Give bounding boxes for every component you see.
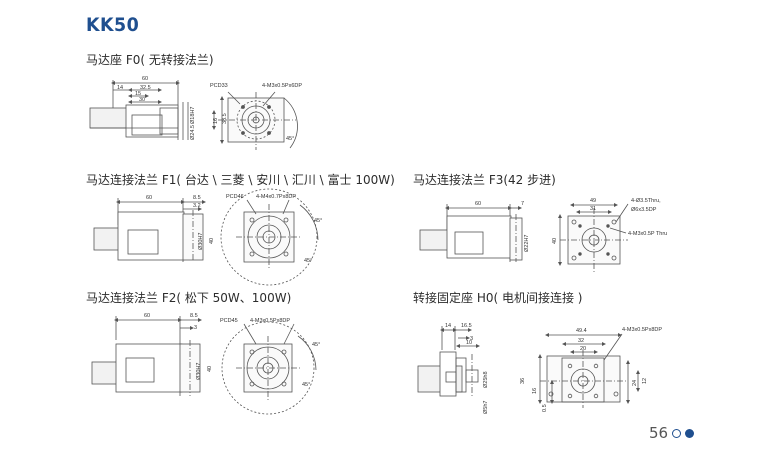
dim-label: 0.5 — [542, 404, 548, 412]
dim-label: 60 — [142, 76, 148, 82]
angle-label: 45° — [314, 218, 322, 224]
dia-label: Ø22H7 — [524, 235, 530, 252]
dim-label: 40 — [207, 366, 213, 372]
dim-label: 40 — [209, 238, 215, 244]
labels-h0: 14 16.5 3 10 49.4 32 20 4-M3x0.5Px8DP Ø2… — [445, 323, 662, 414]
hole-callout: Ø6x3.5DP — [631, 207, 657, 213]
hole-callout: 4-M3x0.5Px8DP — [622, 327, 662, 333]
dia-label: Ø30H7 — [198, 233, 204, 250]
dia-label: Ø18H7 — [190, 107, 196, 124]
dim-label: 15 — [135, 91, 141, 97]
labels-f0: 60 14 32.5 15 30 PCD33 4-M3x0.5Px6DP 45°… — [117, 76, 302, 142]
dim-label: 16.5 — [461, 323, 472, 329]
dim-label: 20 — [580, 346, 586, 352]
dim-label: 10 — [466, 340, 472, 346]
dim-label: 7 — [521, 201, 524, 207]
dim-label: 36 — [520, 378, 526, 384]
caption-f1: 马达连接法兰 F1( 台达 \ 三菱 \ 安川 \ 汇川 \ 富士 100W) — [86, 173, 395, 187]
dim-label: 14 — [117, 85, 123, 91]
dia-label: Ø30H7 — [196, 363, 202, 380]
labels-f3: 60 7 49 31 Ø22H7 40 4-Ø3.5Thru, Ø6x3.5DP… — [475, 198, 667, 252]
drawing-f3 — [419, 203, 629, 272]
caption-f0: 马达座 F0( 无转接法兰) — [86, 53, 214, 67]
dim-label: 14 — [445, 323, 451, 329]
hole-callout: 4-Ø3.5Thru, — [631, 198, 661, 204]
dim-label: 3.2 — [193, 203, 201, 209]
drawing-h0 — [417, 326, 640, 408]
drawing-f0 — [89, 80, 298, 150]
hole-callout: 4-M3x0.5P Thru — [628, 231, 667, 237]
pcd-label: PCD46 — [226, 194, 244, 200]
labels-f1: 60 8.5 3.2 Ø30H7 40 PCD46 4-M4x0.7Px8DP … — [146, 194, 322, 264]
dim-label: 24 — [632, 380, 638, 386]
pcd-label: PCD33 — [210, 83, 228, 89]
dim-label: 12 — [642, 378, 648, 384]
page-title: KK50 — [86, 14, 140, 36]
dia-label: Ø25h8 — [483, 371, 489, 388]
dim-label: 8.5 — [193, 195, 201, 201]
page-dot-filled-icon — [685, 428, 695, 438]
dim-label: 32 — [578, 338, 584, 344]
caption-f3: 马达连接法兰 F3(42 步进) — [413, 173, 556, 187]
caption-f2: 马达连接法兰 F2( 松下 50W、100W) — [86, 291, 292, 305]
angle-label: 45° — [286, 136, 294, 142]
dim-label: 49.4 — [576, 328, 587, 334]
dim-label: 8.5 — [190, 313, 198, 319]
drawing-f1 — [93, 188, 319, 286]
angle-label: 45° — [312, 342, 320, 348]
dim-label: 49 — [590, 198, 596, 204]
hole-callout: 4-M3x0.5Px8DP — [250, 318, 290, 324]
dim-label: 30 — [139, 97, 145, 103]
dim-label: 40 — [552, 238, 558, 244]
dim-label: 16 — [213, 118, 219, 124]
page-number-text: 56 — [649, 424, 669, 442]
page-number: 56 — [649, 424, 695, 442]
dim-label: 60 — [475, 201, 481, 207]
dim-label: 32.5 — [140, 85, 151, 91]
dim-label: 31 — [590, 206, 596, 212]
angle-label: 45° — [302, 382, 310, 388]
dim-label: 38.5 — [222, 113, 228, 124]
angle-label: 45° — [304, 258, 312, 264]
hole-callout: 4-M4x0.7Px8DP — [256, 194, 296, 200]
dim-label: 3 — [470, 336, 473, 342]
pcd-label: PCD45 — [220, 318, 238, 324]
caption-h0: 转接固定座 H0( 电机间接连接 ) — [413, 291, 583, 305]
labels-f2: 60 8.5 3 Ø30H7 40 PCD45 4-M3x0.5Px8DP 45… — [144, 313, 320, 388]
dim-label: 16 — [532, 388, 538, 394]
dia-label: Ø24.5 — [190, 125, 196, 140]
dia-label: Ø5h7 — [483, 401, 489, 414]
dim-label: 60 — [144, 313, 150, 319]
hole-callout: 4-M3x0.5Px6DP — [262, 83, 302, 89]
dim-label: 3 — [194, 325, 197, 331]
page-dot-open-icon — [672, 428, 682, 438]
dim-label: 60 — [146, 195, 152, 201]
drawing-f2 — [91, 316, 317, 415]
